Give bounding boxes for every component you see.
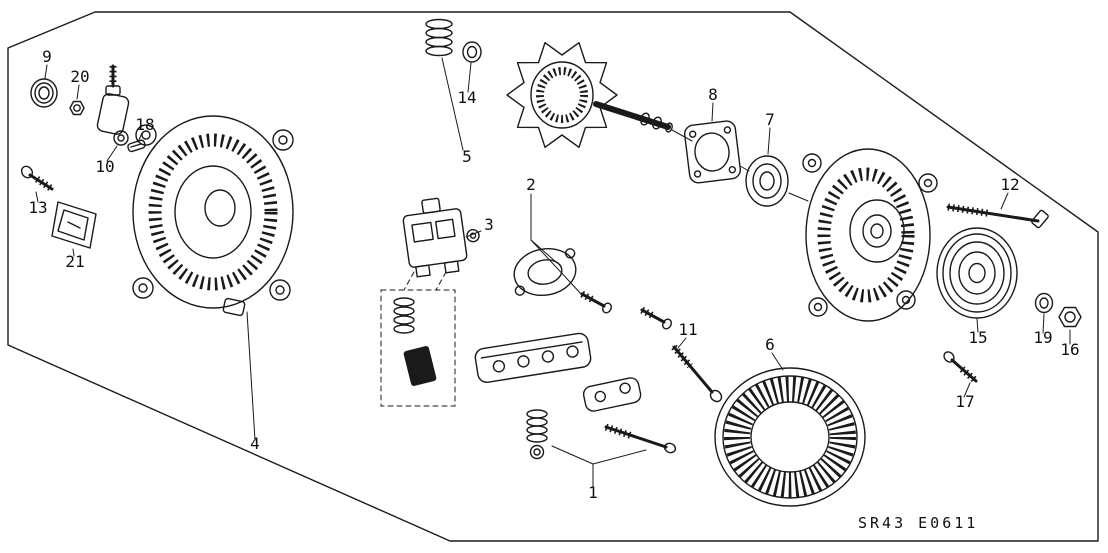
bolt-12-drawing — [946, 203, 1049, 229]
part-label-1: 1 — [588, 483, 598, 502]
retainer-screws-drawing — [580, 290, 672, 330]
part-label-16: 16 — [1060, 340, 1079, 359]
rear-housing-drawing — [132, 115, 294, 317]
diagram-code: SR43 E0611 — [858, 514, 978, 532]
pulley-drawing — [936, 227, 1018, 319]
assembly-axis-lines — [671, 129, 809, 202]
part-label-3: 3 — [484, 215, 494, 234]
part-label-18: 18 — [135, 115, 154, 134]
part-labels: 1 2 3 4 5 6 7 8 9 10 11 12 13 14 15 16 1… — [28, 47, 1079, 502]
nut-16-drawing — [1058, 306, 1082, 328]
bearing-drawing — [745, 155, 789, 207]
washer-14-drawing — [462, 41, 482, 63]
front-housing-drawing — [802, 148, 938, 322]
part-label-2: 2 — [526, 175, 536, 194]
part-label-19: 19 — [1033, 328, 1052, 347]
brush-spring-box-drawing — [380, 271, 456, 407]
pin-drawing — [127, 139, 146, 153]
screw-17-drawing — [943, 351, 979, 384]
washer-19-drawing — [1034, 292, 1054, 314]
bolt-11-drawing — [671, 344, 723, 403]
part-label-20: 20 — [70, 67, 89, 86]
part-label-13: 13 — [28, 198, 47, 217]
lower-bolt-drawing — [604, 423, 677, 454]
screw-13-drawing — [20, 165, 54, 192]
diagram-border — [7, 11, 1099, 542]
gasket-plate-drawing — [683, 120, 742, 184]
part-label-9: 9 — [42, 47, 52, 66]
stud-bolt-drawing — [96, 64, 130, 146]
part-label-15: 15 — [968, 328, 987, 347]
spacer-spring-drawing — [526, 409, 548, 460]
part-label-5: 5 — [462, 147, 472, 166]
part-label-4: 4 — [250, 434, 260, 453]
part-label-14: 14 — [457, 88, 476, 107]
stator-drawing — [714, 367, 866, 507]
grommet-ring-drawing — [30, 78, 58, 108]
part-label-10: 10 — [95, 157, 114, 176]
part-label-8: 8 — [708, 85, 718, 104]
small-nut-drawing — [69, 100, 85, 116]
brush-holder-drawing — [402, 197, 480, 278]
spring-5-drawing — [425, 18, 453, 57]
leader-lines — [35, 57, 1071, 487]
part-label-17: 17 — [955, 392, 974, 411]
part-label-11: 11 — [678, 320, 697, 339]
rectifier-drawing — [474, 332, 592, 383]
rotor-drawing — [506, 42, 673, 149]
part-label-12: 12 — [1000, 175, 1019, 194]
part-label-21: 21 — [65, 252, 84, 271]
part-label-7: 7 — [765, 110, 775, 129]
bracket-plate-drawing — [51, 201, 97, 249]
terminal-plate-drawing — [582, 377, 642, 412]
part-label-6: 6 — [765, 335, 775, 354]
